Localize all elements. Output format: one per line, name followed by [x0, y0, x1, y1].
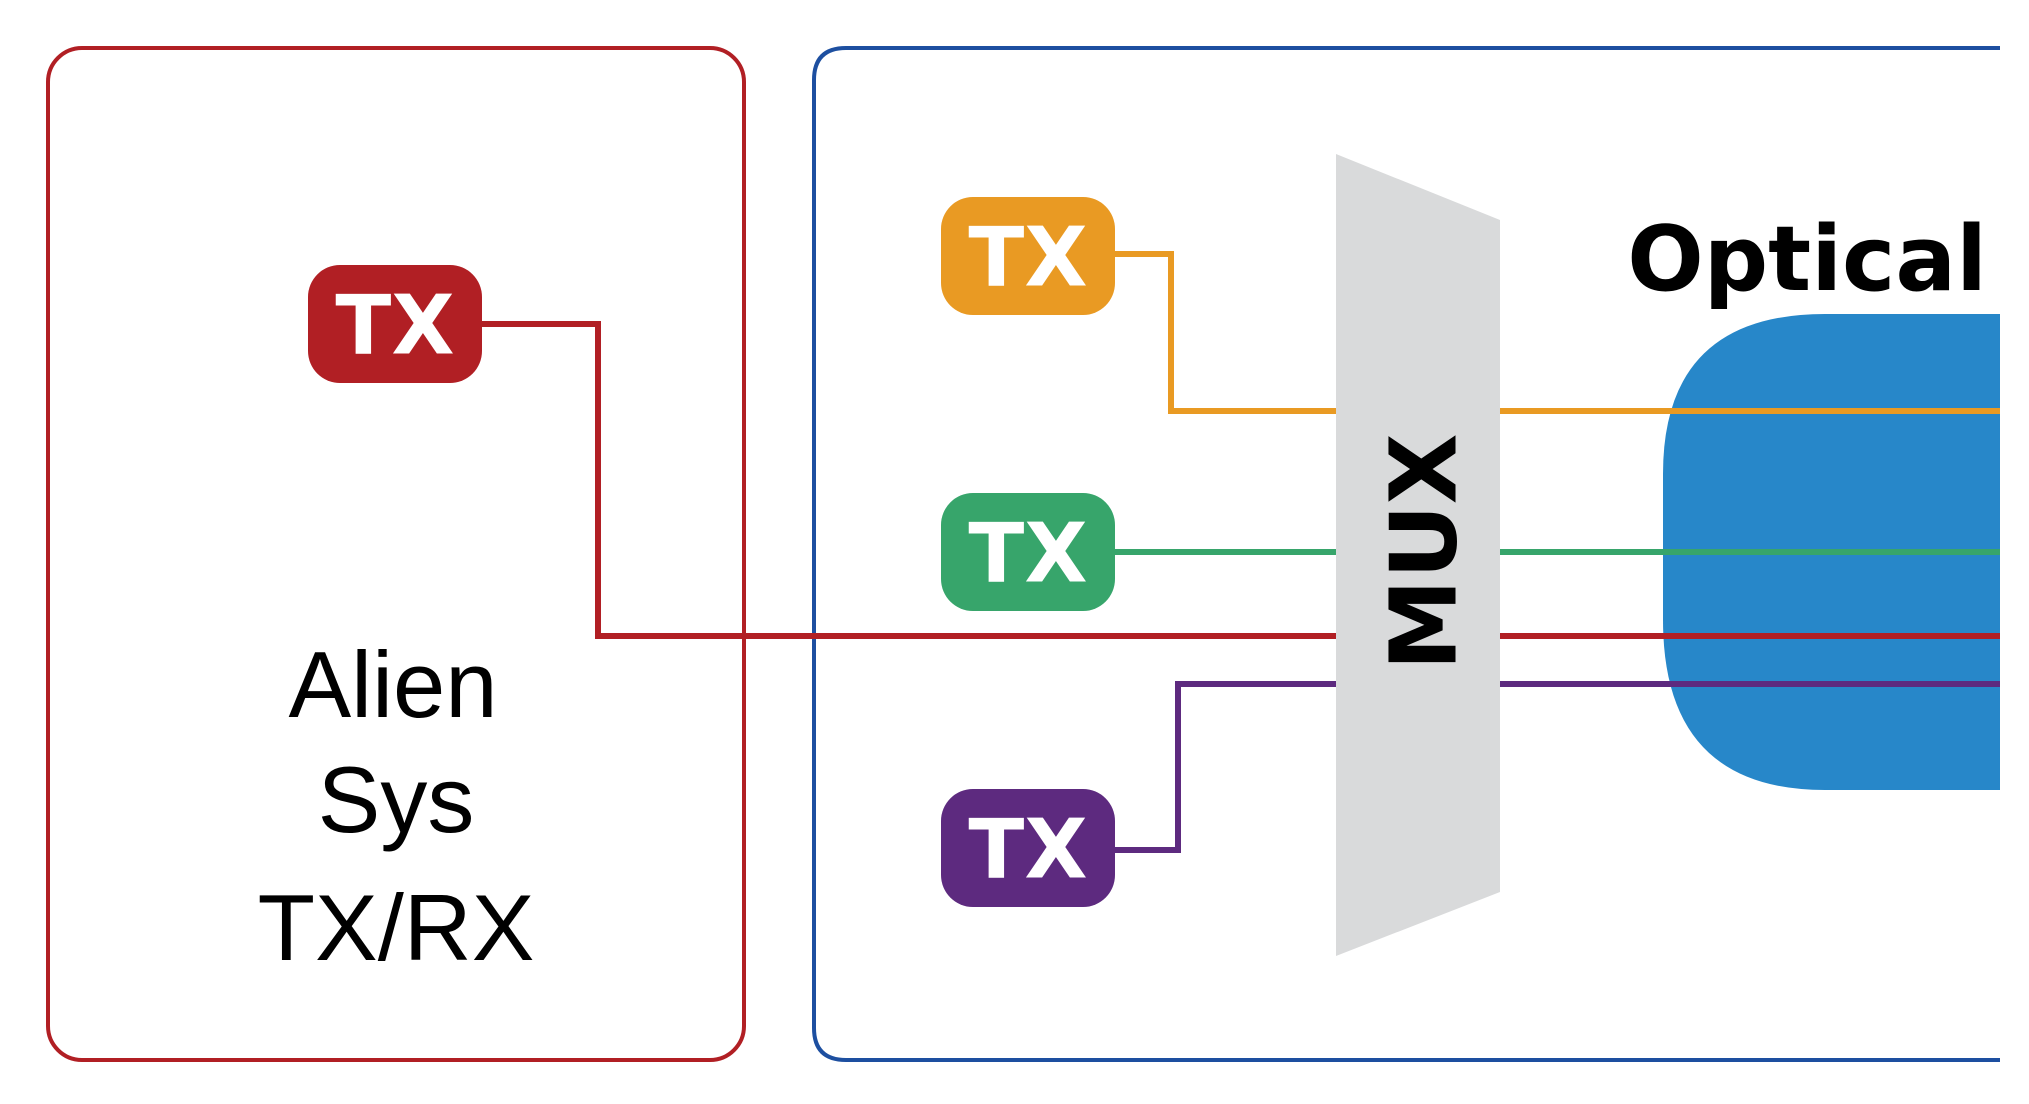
alien-label-line-1: Alien: [288, 632, 497, 737]
tx-module-purple: [941, 789, 1115, 907]
tx-label-purple: TX: [968, 803, 1087, 898]
alien-label-line-3: TX/RX: [258, 875, 535, 980]
alien-tx-label: TX: [335, 279, 454, 374]
alien-tx-module: [308, 265, 482, 383]
tx-module-green: [941, 493, 1115, 611]
optical-system-box: [812, 46, 2000, 1062]
tx-label-green: TX: [968, 507, 1087, 602]
alien-label-line-2: Sys: [318, 747, 475, 852]
orange-signal-line: [1114, 251, 2000, 414]
alien-system-box: [46, 46, 746, 1062]
red-alien-signal-line: [480, 321, 2000, 639]
mux-block: [1336, 154, 1500, 956]
optical-title: Optical: [1627, 207, 1987, 312]
tx-label-orange: TX: [968, 211, 1087, 306]
mux-label: MUX: [1371, 433, 1478, 670]
tx-module-orange: [941, 197, 1115, 315]
purple-signal-line: [1114, 681, 2000, 853]
